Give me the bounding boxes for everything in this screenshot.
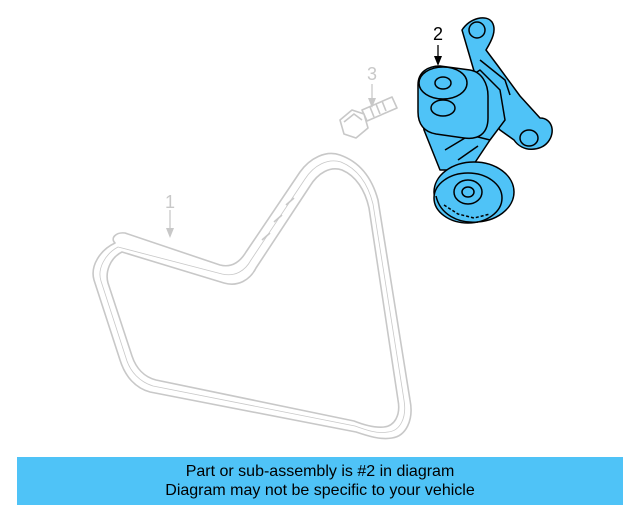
serpentine-belt[interactable] (92, 152, 412, 440)
callout-3: 3 (367, 64, 377, 84)
banner-line-1: Part or sub-assembly is #2 in diagram (185, 463, 455, 480)
callout-1: 1 (165, 192, 175, 212)
callout-leaders (166, 45, 442, 238)
bolt[interactable] (339, 96, 398, 139)
belt-tensioner[interactable] (417, 17, 553, 224)
callout-2: 2 (433, 24, 443, 44)
banner-line-2: Diagram may not be specific to your vehi… (165, 482, 475, 499)
info-banner: Part or sub-assembly is #2 in diagram Di… (17, 457, 623, 505)
